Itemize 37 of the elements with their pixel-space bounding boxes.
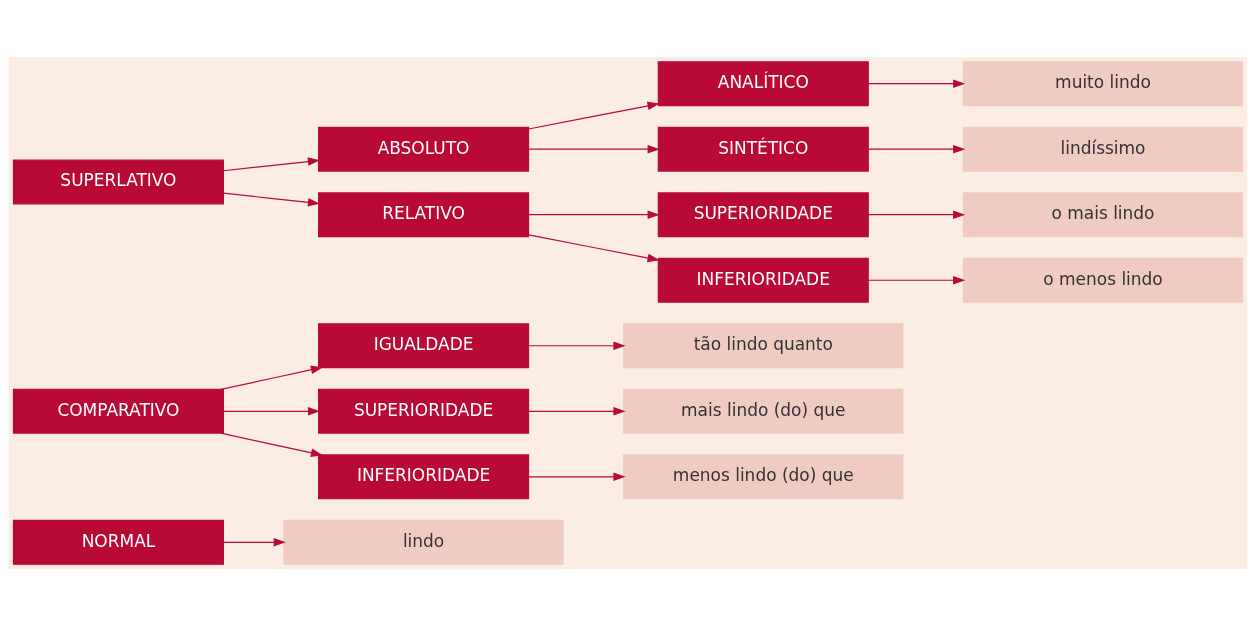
node-box: RELATIVO <box>318 192 530 238</box>
node-box: lindo <box>283 519 564 565</box>
arrow <box>528 341 626 350</box>
node-box: tão lindo quanto <box>623 323 904 369</box>
node-box: ABSOLUTO <box>318 126 530 172</box>
node-box: o mais lindo <box>962 192 1244 238</box>
node-box: NORMAL <box>12 519 224 565</box>
node-box: SUPERLATIVO <box>12 159 224 205</box>
node-box: INFERIORIDADE <box>318 454 530 500</box>
arrow <box>220 365 323 390</box>
node-box: IGUALDADE <box>318 323 530 369</box>
node-box: o menos lindo <box>962 257 1244 303</box>
arrow <box>528 234 660 263</box>
arrow <box>867 144 966 154</box>
node-box: SINTÉTICO <box>657 126 869 172</box>
node-box: menos lindo (do) que <box>623 454 904 500</box>
node-box: lindíssimo <box>962 126 1244 172</box>
arrow <box>867 210 966 219</box>
node-box: muito lindo <box>962 61 1244 107</box>
arrow <box>867 276 966 285</box>
node-box: SUPERIORIDADE <box>318 388 530 434</box>
arrow <box>528 407 626 416</box>
node-box: mais lindo (do) que <box>623 388 904 434</box>
arrow <box>220 432 323 457</box>
arrow <box>528 210 660 219</box>
arrow <box>222 192 321 207</box>
arrow <box>528 472 626 482</box>
node-box: COMPARATIVO <box>12 388 224 434</box>
node-box: SUPERIORIDADE <box>657 192 869 238</box>
arrow <box>528 101 660 130</box>
arrow <box>528 144 660 154</box>
node-box: INFERIORIDADE <box>657 257 869 303</box>
arrow <box>222 538 286 547</box>
arrow <box>222 407 321 416</box>
arrow <box>867 79 966 88</box>
node-box: ANALÍTICO <box>657 61 869 107</box>
arrow <box>222 157 321 172</box>
